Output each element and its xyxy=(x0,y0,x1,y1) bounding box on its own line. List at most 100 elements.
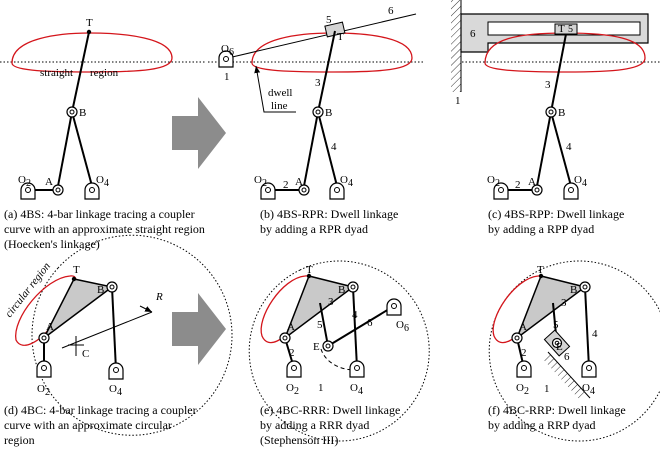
label-5: 5 xyxy=(317,319,323,331)
coupler-lower xyxy=(303,111,319,187)
label-1: 1 xyxy=(544,383,550,395)
circle-region xyxy=(31,234,233,436)
label-O6: O6 xyxy=(221,43,234,58)
joint-E xyxy=(551,337,563,349)
ground-O2 xyxy=(286,360,302,378)
ground-O2 xyxy=(516,360,532,378)
label-A: A xyxy=(287,321,295,333)
joint-B xyxy=(66,106,78,118)
label-O4: O4 xyxy=(340,174,353,189)
label-B: B xyxy=(558,107,565,119)
circle-region xyxy=(488,260,660,442)
coupler-plate xyxy=(515,275,587,341)
ground-O4 xyxy=(329,182,345,200)
joint-B xyxy=(347,281,359,293)
coupler-lower xyxy=(536,111,552,187)
ground-O2 xyxy=(20,182,36,200)
label-2: 2 xyxy=(289,347,295,359)
label-T: T xyxy=(337,31,344,43)
panel-f: E 3 4 5 6 2 1 T B A O2 O4 (f) 4BC-RRP: D… xyxy=(488,260,660,442)
ground-O4 xyxy=(581,360,597,378)
label-5: 5 xyxy=(568,24,573,35)
label-B: B xyxy=(97,284,104,296)
label-B: B xyxy=(325,107,332,119)
link-5 xyxy=(319,302,329,347)
coupler-plate xyxy=(43,278,114,339)
joint-A xyxy=(52,184,64,196)
coupler-link xyxy=(317,30,336,113)
label-B: B xyxy=(79,107,86,119)
label-O4: O4 xyxy=(350,382,363,397)
label-O4: O4 xyxy=(574,174,587,189)
label-3: 3 xyxy=(561,297,567,309)
label-A: A xyxy=(46,321,54,333)
ground-slide-line xyxy=(547,351,591,399)
label-6: 6 xyxy=(564,351,570,363)
point-T xyxy=(538,273,544,279)
label-E: E xyxy=(313,341,320,353)
label-6: 6 xyxy=(470,28,476,40)
transform-arrow-bottom xyxy=(172,293,226,365)
radius-line xyxy=(61,311,153,349)
caption-b: (b) 4BS-RPR: Dwell linkage by adding a R… xyxy=(260,207,401,236)
point-T xyxy=(71,276,77,282)
label-A: A xyxy=(519,321,527,333)
caption-e: (e) 4BC-RRR: Dwell linkage by adding a R… xyxy=(260,403,403,447)
label-O2: O2 xyxy=(18,174,31,189)
label-A: A xyxy=(45,176,53,188)
label-1: 1 xyxy=(318,382,324,394)
label-E: E xyxy=(556,341,563,353)
label-2: 2 xyxy=(521,347,527,359)
joint-A xyxy=(298,184,310,196)
straight-label: straight xyxy=(40,67,73,79)
joint-B xyxy=(579,281,591,293)
label-T: T xyxy=(537,264,544,276)
ground-O4 xyxy=(84,182,100,200)
label-O6: O6 xyxy=(396,319,409,334)
ground-O4 xyxy=(108,362,124,380)
joint-A xyxy=(38,332,50,344)
label-R: R xyxy=(155,291,163,303)
label-2: 2 xyxy=(283,179,289,191)
label-T: T xyxy=(558,23,565,35)
coupler-curve xyxy=(484,32,646,73)
label-6: 6 xyxy=(367,317,373,329)
transform-arrow-top xyxy=(172,97,226,169)
point-T xyxy=(86,29,92,35)
line-label: line xyxy=(271,100,288,112)
label-2: 2 xyxy=(515,179,521,191)
label-1: 1 xyxy=(455,95,461,107)
ground-O6 xyxy=(386,298,402,316)
label-C: C xyxy=(82,348,89,360)
coupler-curve xyxy=(251,32,413,73)
label-4: 4 xyxy=(331,141,337,153)
slider-5 xyxy=(324,21,346,38)
panel-a: straight region T B A O2 O4 (a) 4BS: 4-b… xyxy=(0,17,205,251)
joint-B xyxy=(545,106,557,118)
ground-O4 xyxy=(349,360,365,378)
ground-O2 xyxy=(493,182,509,200)
region-label: region xyxy=(90,67,119,79)
circular-region-label: circular region xyxy=(3,260,53,320)
label-4: 4 xyxy=(592,328,598,340)
label-T: T xyxy=(86,17,93,29)
ground-hatch xyxy=(542,352,586,400)
label-T: T xyxy=(306,264,313,276)
caption-d: (d) 4BC: 4-bar linkage tracing a coupler… xyxy=(4,403,200,447)
label-A: A xyxy=(528,176,536,188)
label-3: 3 xyxy=(328,296,334,308)
label-B: B xyxy=(570,284,577,296)
ground-O4 xyxy=(563,182,579,200)
panel-b: 6 5 T 3 4 2 B A O2 O4 O6 1 dwell line (b… xyxy=(208,5,425,236)
label-1: 1 xyxy=(224,71,230,83)
label-O2: O2 xyxy=(254,174,267,189)
coupler-curve xyxy=(11,32,173,73)
joint-A xyxy=(511,332,523,344)
rocker-link xyxy=(317,111,338,187)
label-O2: O2 xyxy=(516,382,529,397)
rocker-link xyxy=(550,111,572,187)
label-O2: O2 xyxy=(487,174,500,189)
joint-A xyxy=(531,184,543,196)
point-T xyxy=(306,273,312,279)
